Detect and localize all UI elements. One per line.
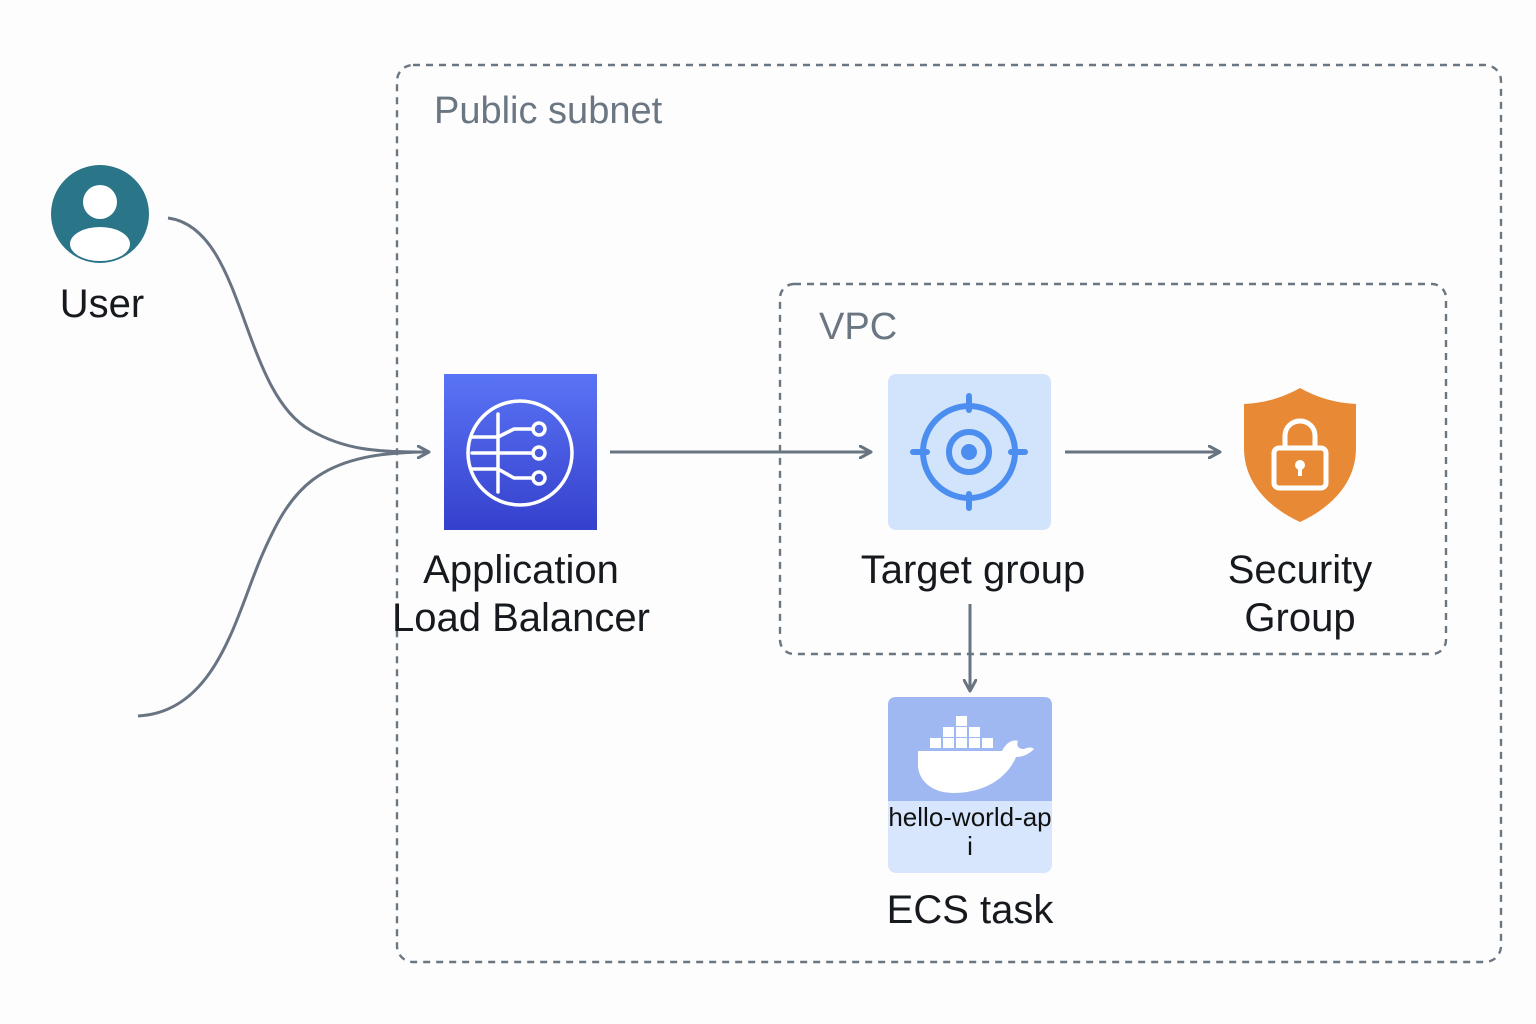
ecs-task-caption: hello-world-api (888, 802, 1052, 861)
alb-label-line1: Application (423, 548, 619, 592)
security-group-node[interactable] (1240, 386, 1360, 524)
public-subnet-boundary (395, 63, 1503, 964)
security-group-label-line2: Group (1244, 596, 1356, 640)
ecs-task-node[interactable] (888, 697, 1052, 873)
vpc-boundary (778, 282, 1448, 656)
user-node[interactable] (50, 164, 150, 264)
security-group-label-line1: Security (1227, 548, 1373, 592)
target-icon (888, 374, 1051, 530)
alb-node[interactable] (444, 374, 597, 530)
user-label: User (59, 282, 145, 326)
user-to-alb-connector-upper (167, 216, 428, 452)
shield-lock-icon (1244, 388, 1356, 522)
target-group-label: Target group (860, 548, 1086, 592)
vpc-label: VPC (819, 306, 898, 348)
user-to-alb-connector-lower (137, 450, 429, 718)
user-icon (51, 165, 149, 263)
target-group-node[interactable] (888, 374, 1051, 530)
docker-whale-icon (888, 697, 1052, 873)
ecs-task-label: ECS task (886, 888, 1054, 932)
public-subnet-label: Public subnet (434, 90, 663, 132)
alb-label-line2: Load Balancer (392, 596, 650, 640)
load-balancer-icon (444, 374, 597, 530)
